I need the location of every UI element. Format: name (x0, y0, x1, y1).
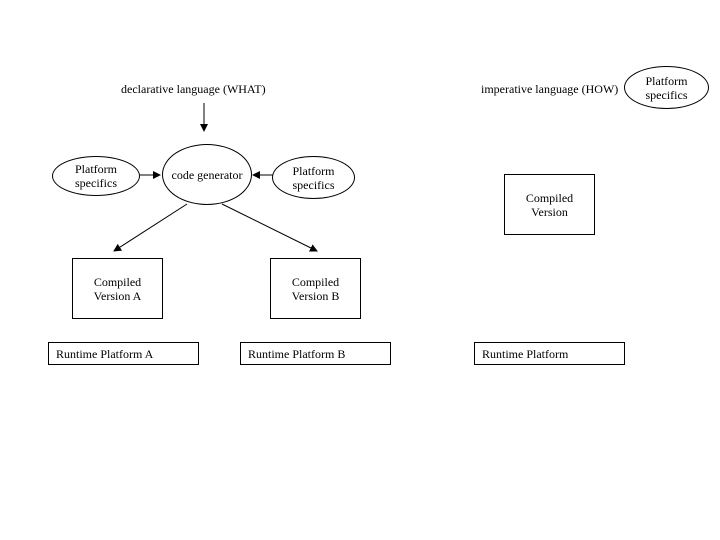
compiled-version-a-line2: Version A (93, 288, 142, 303)
compiled-version-b-line2: Version B (291, 288, 340, 303)
compiled-version-line1: Compiled (525, 190, 574, 205)
arrow-code-generator-to-compiled-a (113, 203, 188, 252)
runtime-platform-a-label: Runtime Platform A (56, 346, 154, 361)
platform-specifics-imperative-node: Platform specifics (624, 66, 709, 109)
compiled-version-a-line1: Compiled (93, 274, 142, 289)
code-generator-node: code generator (162, 144, 252, 205)
arrow-code-generator-to-compiled-b (221, 203, 318, 252)
imperative-language-title: imperative language (HOW) (481, 82, 619, 96)
runtime-platform-b-label: Runtime Platform B (248, 346, 346, 361)
platform-specifics-imperative-line1: Platform (645, 73, 688, 88)
runtime-platform-box: Runtime Platform (474, 342, 625, 365)
runtime-platform-b-box: Runtime Platform B (240, 342, 391, 365)
compiled-version-b-line1: Compiled (291, 274, 340, 289)
platform-specifics-right-line1: Platform (292, 163, 335, 178)
declarative-language-title: declarative language (WHAT) (121, 82, 266, 96)
runtime-platform-label: Runtime Platform (482, 346, 569, 361)
code-generator-label: code generator (171, 167, 243, 182)
compiled-version-line2: Version (531, 204, 568, 219)
compiled-version-b-box: Compiled Version B (270, 258, 361, 319)
platform-specifics-left-line2: specifics (75, 176, 117, 190)
platform-specifics-imperative-line2: specifics (645, 87, 688, 102)
compiled-version-box: Compiled Version (504, 174, 595, 235)
platform-specifics-left-node: Platform specifics (52, 156, 140, 196)
runtime-platform-a-box: Runtime Platform A (48, 342, 199, 365)
platform-specifics-right-node: Platform specifics (272, 156, 355, 199)
platform-specifics-left-line1: Platform (75, 162, 117, 176)
platform-specifics-right-line2: specifics (292, 177, 335, 192)
compiled-version-a-box: Compiled Version A (72, 258, 163, 319)
